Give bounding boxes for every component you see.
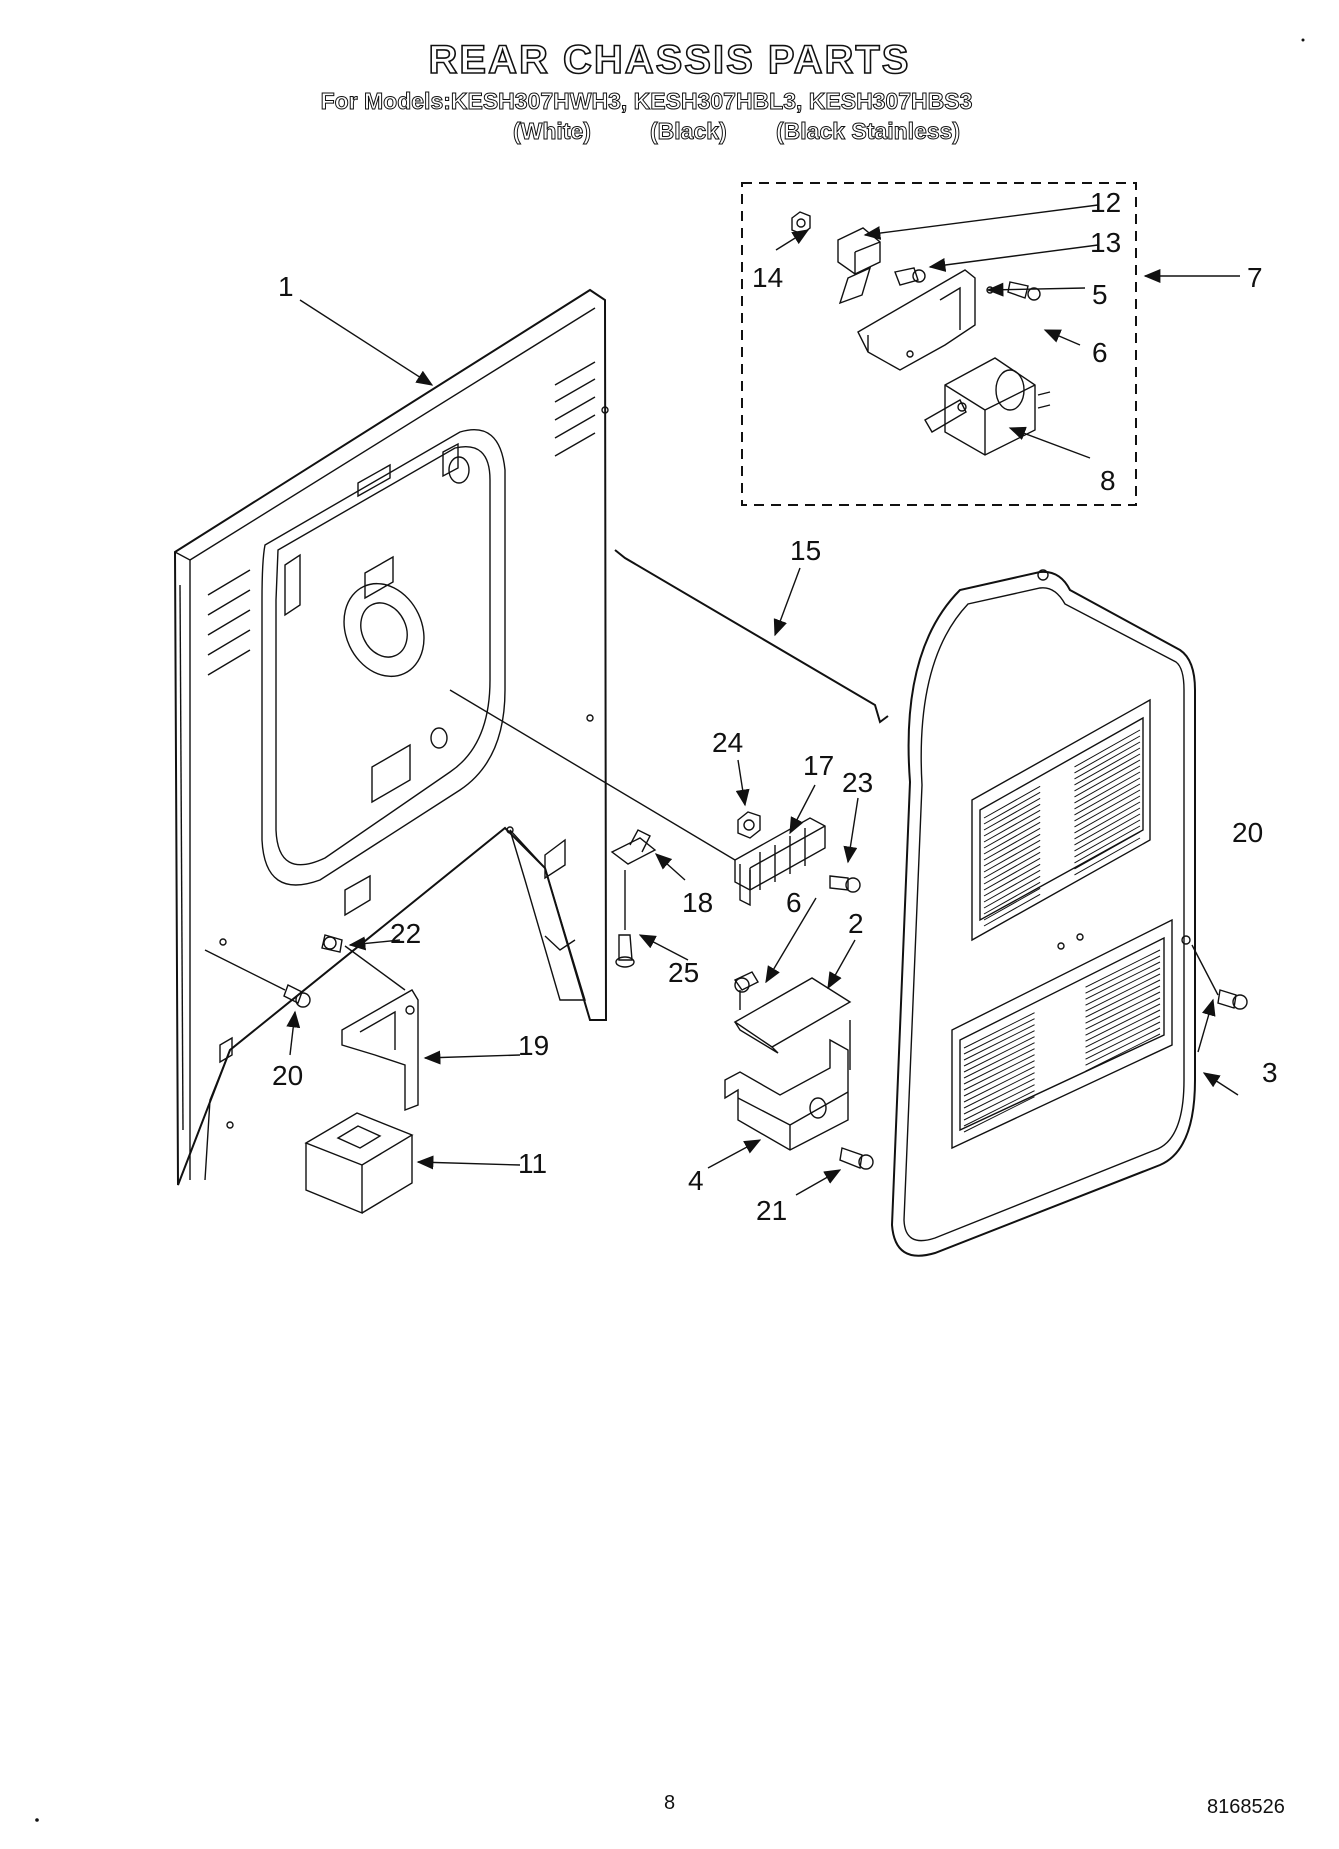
part-screw-20-right	[1191, 944, 1248, 1010]
callout-6-mid: 6	[786, 887, 802, 918]
part-cover-plate-2	[733, 977, 852, 1070]
part-terminal-block	[734, 817, 826, 907]
callout-6-top: 6	[1092, 337, 1108, 368]
callout-22: 22	[390, 918, 421, 949]
callout-15: 15	[790, 535, 821, 566]
part-control-box-11	[304, 1112, 414, 1215]
leader-arrows	[286, 204, 1240, 1196]
callout-25: 25	[668, 957, 699, 988]
page-number: 8	[664, 1792, 676, 1814]
part-screw-20-left	[283, 984, 311, 1008]
part-rod	[614, 549, 889, 724]
callout-19: 19	[518, 1030, 549, 1061]
assembly-box-7	[741, 182, 1137, 506]
callout-11: 11	[518, 1148, 547, 1179]
part-clip-18	[610, 829, 657, 865]
callout-1: 1	[278, 271, 294, 302]
part-screw-25	[615, 870, 635, 968]
callout-12: 12	[1090, 187, 1121, 218]
callout-14: 14	[752, 262, 783, 293]
part-screw-6-top	[1007, 281, 1041, 301]
models-line: For Models:KESH307HWH3, KESH307HBL3, KES…	[320, 88, 973, 115]
callout-23: 23	[842, 767, 873, 798]
callout-21: 21	[756, 1195, 787, 1226]
part-bracket-19	[341, 989, 419, 1112]
callout-20-left: 20	[272, 1060, 303, 1091]
part-rear-chassis-panel	[173, 288, 609, 1186]
page-title: REAR CHASSIS PARTS	[428, 37, 911, 83]
part-nut-24	[737, 811, 761, 839]
callout-4: 4	[688, 1165, 704, 1196]
document-number: 8168526	[1207, 1796, 1285, 1818]
callout-8: 8	[1100, 465, 1116, 496]
callout-18: 18	[682, 887, 713, 918]
wire-lower	[204, 1049, 231, 1181]
callout-20-right: 20	[1232, 817, 1263, 848]
callout-17: 17	[803, 750, 834, 781]
callout-7: 7	[1247, 262, 1263, 293]
part-box-bracket-4	[724, 1038, 849, 1151]
callout-labels: 1 12 13 14 5 7 6 8 15 24 17 23 20 18 6 2…	[272, 187, 1278, 1226]
part-screw-22	[321, 934, 406, 991]
wire-harness	[449, 689, 736, 861]
part-screw-6-mid	[733, 971, 759, 1010]
color-black-stainless: (Black Stainless)	[775, 118, 961, 145]
color-white: (White)	[513, 118, 592, 145]
upper-grille-slats	[983, 729, 1141, 927]
callout-2: 2	[848, 908, 864, 939]
part-rear-access-panel	[890, 569, 1196, 1257]
callout-13: 13	[1090, 227, 1121, 258]
part-screw-13	[894, 267, 926, 286]
part-solenoid-8	[924, 357, 1051, 456]
part-bracket-5	[857, 269, 994, 371]
part-screw-21	[839, 1147, 874, 1170]
color-black: (Black)	[650, 118, 728, 145]
callout-3: 3	[1262, 1057, 1278, 1088]
callout-24: 24	[712, 727, 743, 758]
callout-5: 5	[1092, 279, 1108, 310]
part-switch	[837, 227, 881, 305]
part-screw-23	[829, 875, 861, 893]
lower-grille-slats	[963, 949, 1161, 1133]
